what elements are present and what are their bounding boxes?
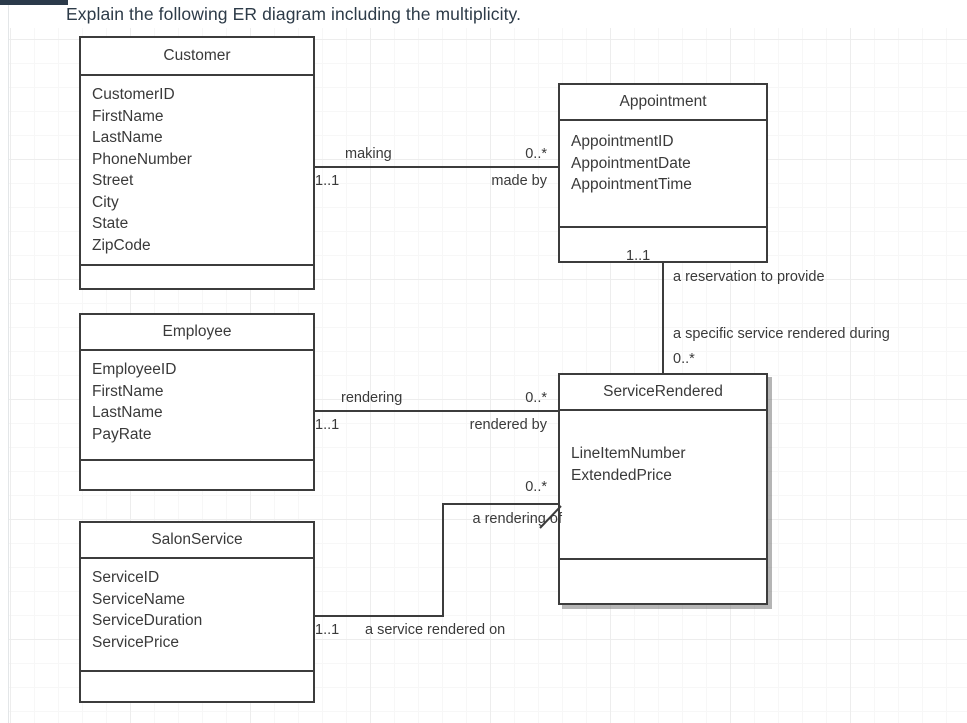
attribute: AppointmentTime — [571, 176, 692, 193]
attribute: City — [92, 193, 119, 211]
attribute: ServiceName — [92, 590, 186, 608]
attribute: LineItemNumber — [571, 445, 686, 462]
entity-appointment-methods — [560, 228, 766, 261]
entity-customer-attributes: CustomerID FirstName LastName PhoneNumbe… — [81, 76, 313, 266]
entity-customer[interactable]: Customer CustomerID FirstName LastName P… — [79, 36, 315, 290]
entity-salonservice-title: SalonService — [81, 523, 313, 559]
entity-customer-methods — [81, 266, 313, 288]
entity-servicerendered-attributes: LineItemNumber ExtendedPrice — [560, 411, 766, 560]
rel-multiplicity-servicerendered-salon-side: 0..* — [525, 479, 547, 495]
er-diagram-canvas: Customer CustomerID FirstName LastName P… — [9, 28, 967, 723]
rel-label-making: making — [345, 146, 392, 162]
entity-appointment[interactable]: Appointment AppointmentID AppointmentDat… — [558, 83, 768, 263]
entity-employee[interactable]: Employee EmployeeID FirstName LastName P… — [79, 313, 315, 491]
entity-salonservice[interactable]: SalonService ServiceID ServiceName Servi… — [79, 521, 315, 703]
rel-label-specific-service-rendered-during: a specific service rendered during — [673, 326, 890, 342]
rel-multiplicity-appointment-sr-top: 1..1 — [626, 248, 651, 264]
entity-customer-title: Customer — [81, 38, 313, 76]
connector-salonservice-segment-h1 — [313, 615, 444, 617]
entity-servicerendered-methods — [560, 560, 766, 603]
rel-label-rendering: rendering — [341, 390, 403, 406]
rel-label-a-service-rendered-on: a service rendered on — [365, 622, 506, 638]
connector-salonservice-segment-v — [442, 503, 444, 617]
attribute: LastName — [92, 129, 163, 146]
attribute: FirstName — [92, 107, 164, 125]
attribute: PhoneNumber — [92, 150, 192, 168]
attribute: CustomerID — [92, 86, 175, 103]
entity-servicerendered[interactable]: ServiceRendered LineItemNumber ExtendedP… — [558, 373, 768, 605]
entity-salonservice-attributes: ServiceID ServiceName ServiceDuration Se… — [81, 559, 313, 672]
connector-employee-servicerendered — [313, 410, 560, 412]
rel-label-made-by: made by — [491, 173, 547, 189]
attribute: AppointmentDate — [571, 154, 691, 172]
page-title: Explain the following ER diagram includi… — [66, 4, 522, 24]
entity-appointment-title: Appointment — [560, 85, 766, 121]
attribute: ExtendedPrice — [571, 466, 672, 484]
rel-label-reservation-to-provide: a reservation to provide — [673, 269, 825, 285]
connector-customer-appointment — [313, 166, 560, 168]
rel-multiplicity-servicerendered-emp-side: 0..* — [525, 390, 547, 406]
top-accent-bar — [0, 0, 68, 5]
entity-employee-title: Employee — [81, 315, 313, 351]
connector-salonservice-segment-h2 — [442, 503, 560, 505]
entity-employee-methods — [81, 461, 313, 489]
attribute: State — [92, 215, 129, 232]
attribute: FirstName — [92, 382, 164, 400]
attribute: ServiceDuration — [92, 612, 203, 629]
attribute: EmployeeID — [92, 361, 177, 378]
entity-salonservice-methods — [81, 672, 313, 701]
rel-label-a-rendering-of: a rendering of — [472, 511, 562, 527]
entity-servicerendered-title: ServiceRendered — [560, 375, 766, 411]
attribute: LastName — [92, 404, 163, 421]
rel-multiplicity-servicerendered-sr-bottom: 0..* — [673, 351, 695, 367]
rel-multiplicity-employee-side: 1..1 — [315, 417, 340, 433]
left-gutter-divider — [8, 5, 9, 723]
entity-employee-attributes: EmployeeID FirstName LastName PayRate — [81, 351, 313, 461]
rel-multiplicity-appointment-side: 0..* — [525, 146, 547, 162]
rel-multiplicity-customer-side: 1..1 — [315, 173, 340, 189]
connector-appointment-servicerendered — [662, 261, 664, 375]
attribute: AppointmentID — [571, 133, 674, 150]
attribute: ZipCode — [92, 236, 151, 254]
entity-appointment-attributes: AppointmentID AppointmentDate Appointmen… — [560, 121, 766, 228]
rel-multiplicity-salonservice-side: 1..1 — [315, 622, 340, 638]
attribute: PayRate — [92, 425, 152, 443]
rel-label-rendered-by: rendered by — [469, 417, 547, 433]
attribute: Street — [92, 172, 134, 189]
arrowhead-icon — [539, 505, 562, 529]
attribute: ServiceID — [92, 569, 160, 586]
attribute: ServicePrice — [92, 633, 179, 651]
